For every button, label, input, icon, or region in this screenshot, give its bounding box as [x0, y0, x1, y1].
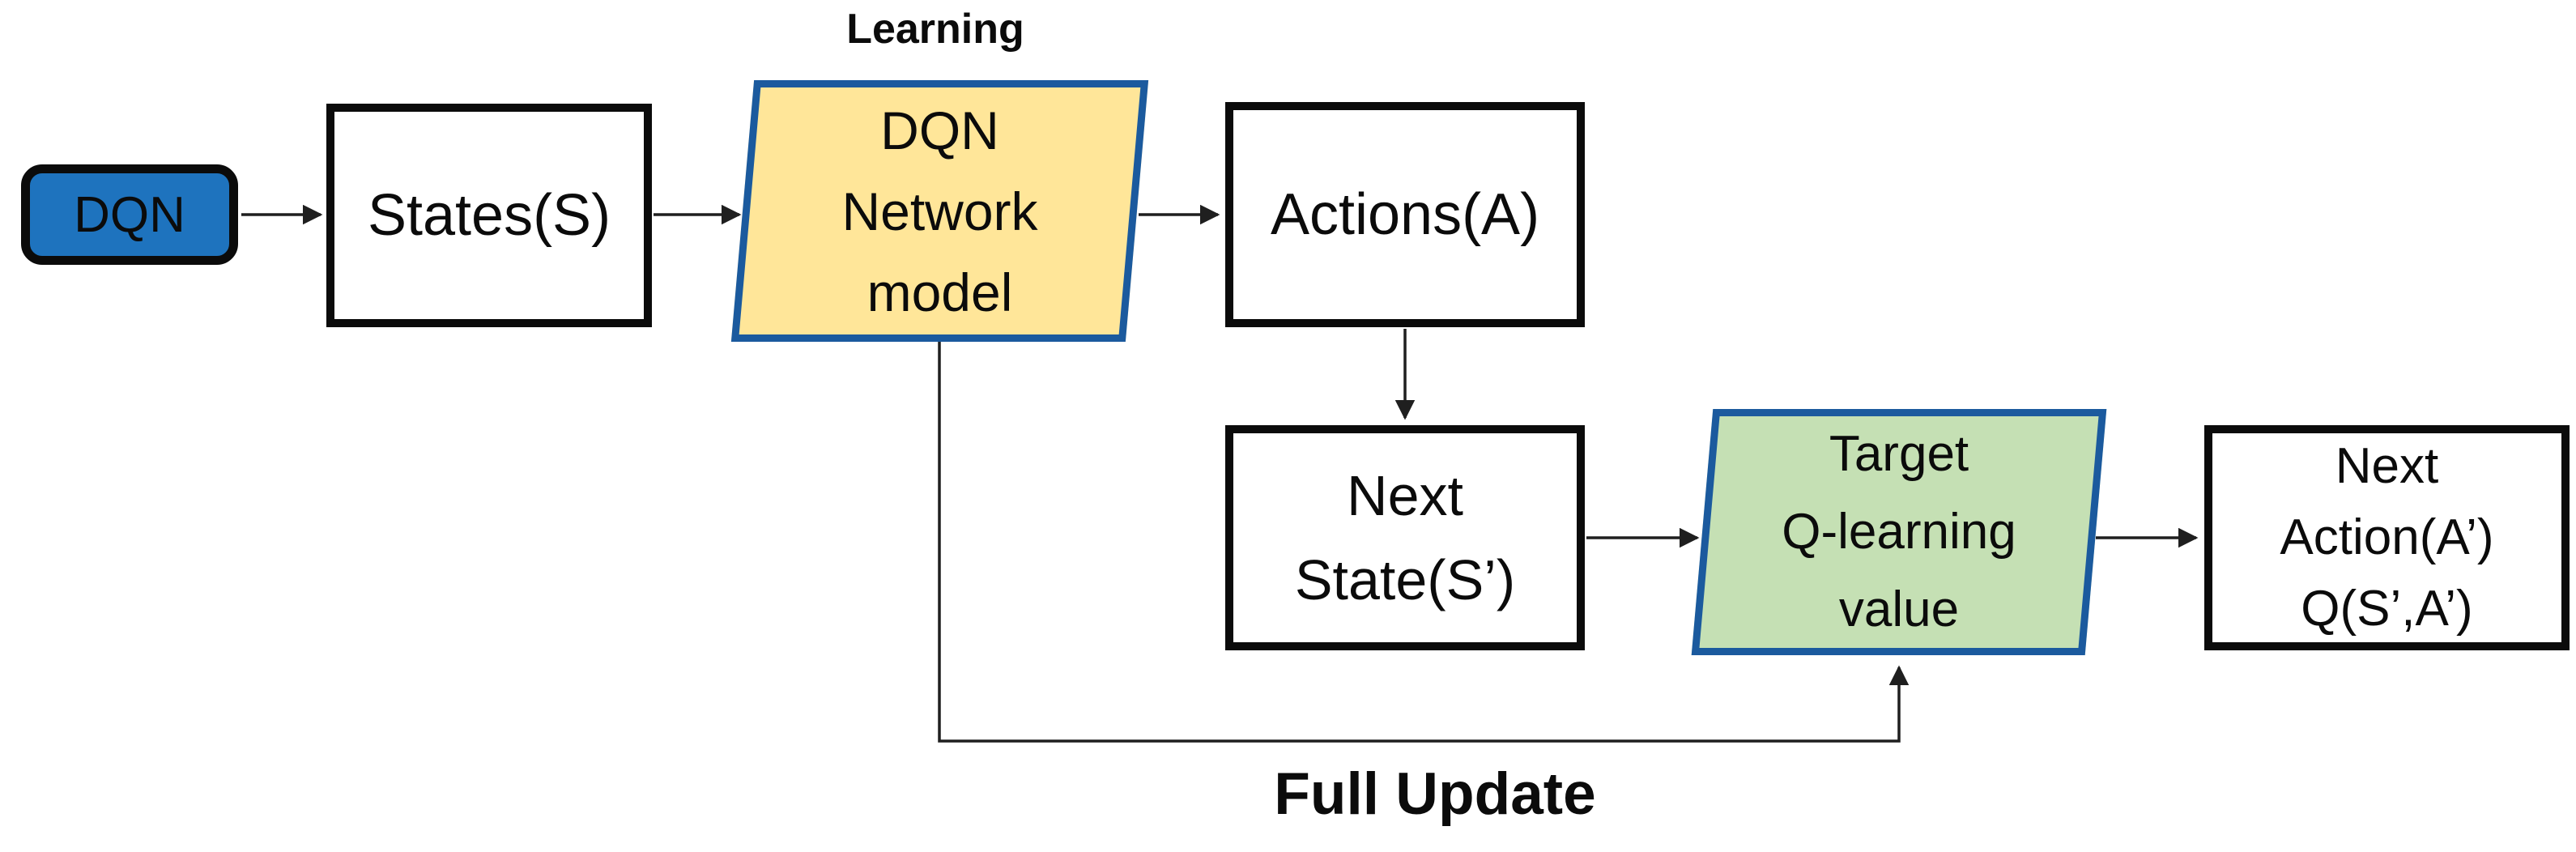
node-next-state-label-line2: State(S’)	[1294, 548, 1516, 611]
node-next-action-label-line3: Q(S’,A’)	[2301, 581, 2473, 637]
node-states-label: States(S)	[367, 183, 611, 248]
node-next-state: Next State(S’)	[1225, 425, 1585, 650]
node-dqn-network-model: DQN Network model	[730, 80, 1149, 342]
node-actions: Actions(A)	[1225, 102, 1585, 327]
node-states: States(S)	[326, 104, 652, 327]
node-next-action-label-line1: Next	[2335, 438, 2439, 494]
node-next-state-label-line1: Next	[1347, 464, 1463, 527]
node-actions-label: Actions(A)	[1270, 182, 1540, 247]
node-dqn-network-model-label: DQN Network model	[841, 100, 1038, 322]
node-dqn: DQN	[21, 164, 238, 265]
node-next-action: Next Action(A’) Q(S’,A’)	[2204, 425, 2570, 650]
node-dqn-label: DQN	[74, 186, 185, 243]
node-target-q-learning-value-label: Target Q-learning value	[1782, 426, 2016, 637]
node-target-q-learning-value: Target Q-learning value	[1691, 409, 2107, 655]
node-next-action-label-line2: Action(A’)	[2280, 509, 2494, 565]
learning-label: Learning	[846, 6, 1024, 53]
full-update-label: Full Update	[1274, 761, 1596, 827]
